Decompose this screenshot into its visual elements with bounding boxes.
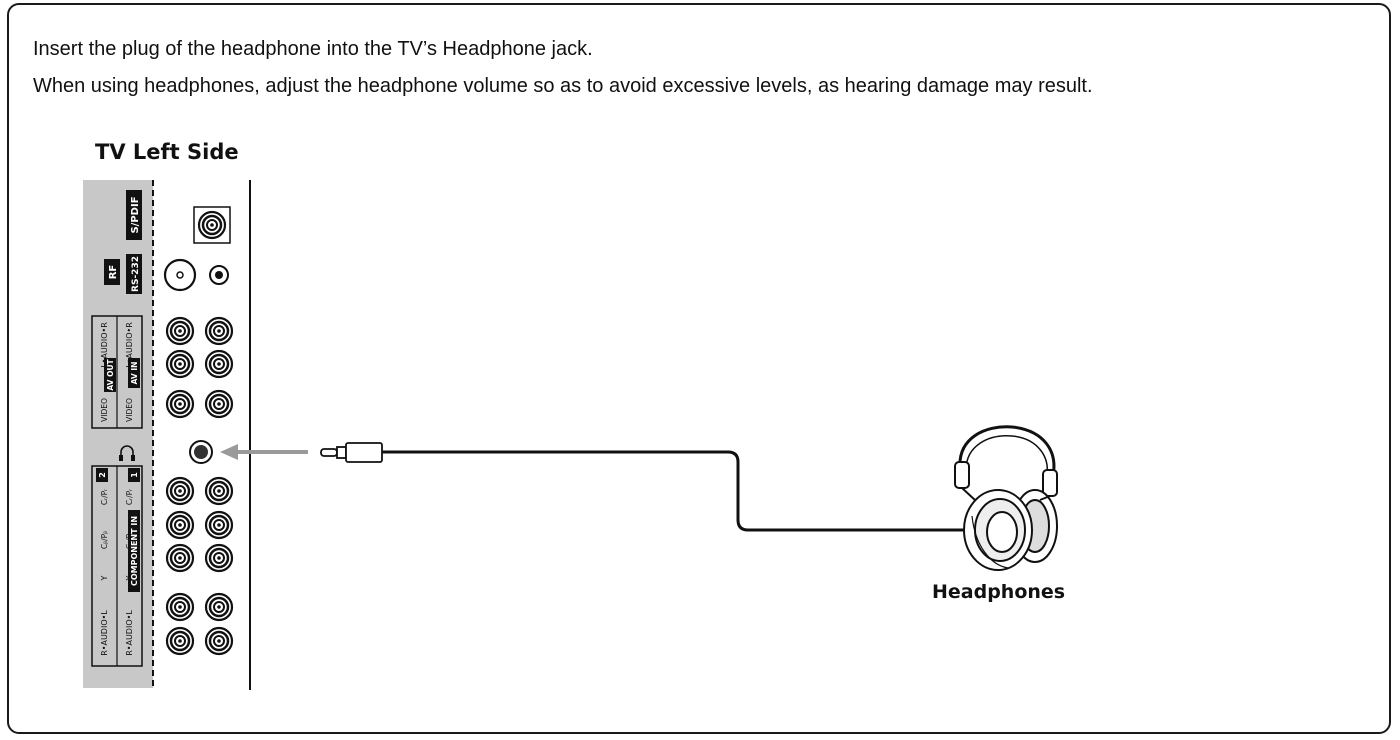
- rs232-label: RS-232: [131, 256, 141, 292]
- spdif-badge: [126, 190, 142, 240]
- component-jack: [204, 543, 234, 573]
- rf-jack: [163, 258, 197, 292]
- component-jack: [165, 510, 195, 540]
- comp-audio-label-1: R•AUDIO•L: [125, 610, 134, 656]
- spdif-jack: [197, 210, 227, 240]
- component-jack: [204, 592, 234, 622]
- component-in-label: COMPONENT IN: [130, 516, 139, 586]
- video-in-label: VIDEO: [125, 398, 134, 422]
- av-jack: [204, 316, 234, 346]
- rf-badge: [104, 259, 120, 285]
- component-jack: [165, 592, 195, 622]
- insert-arrow: [220, 444, 308, 460]
- av-out-label: AV OUT: [106, 358, 115, 390]
- panel-labels: S/PDIF RF RS-232 L•AUDIO•R AV OUT L•AUDI…: [91, 190, 143, 667]
- av-jack: [165, 389, 195, 419]
- av-out-badge: [104, 358, 116, 392]
- av-jack: [165, 349, 195, 379]
- video-out-label: VIDEO: [100, 398, 109, 422]
- comp-audio-label-2: R•AUDIO•L: [100, 610, 109, 656]
- component-jack: [204, 510, 234, 540]
- av-in-badge: [128, 358, 140, 388]
- rs232-badge: [126, 254, 142, 294]
- component-jack: [165, 626, 195, 656]
- headphone-symbol-icon: [120, 445, 134, 458]
- av-jack: [204, 349, 234, 379]
- component-jack: [204, 626, 234, 656]
- instruction-line-2: When using headphones, adjust the headph…: [33, 75, 1093, 97]
- cr-label-1: Cᵣ/Pᵣ: [125, 489, 134, 505]
- component-jack: [165, 476, 195, 506]
- cr-label-2: Cᵣ/Pᵣ: [100, 489, 109, 505]
- comp-1-badge: [128, 468, 140, 482]
- y-label-2: Y: [100, 575, 109, 581]
- comp-2-badge: [96, 468, 108, 482]
- panel-title: TV Left Side: [95, 140, 239, 164]
- component-in-badge: [128, 510, 140, 592]
- spdif-label: S/PDIF: [130, 196, 141, 233]
- component-jack: [204, 476, 234, 506]
- cb-label-2: Cᵦ/Pᵦ: [100, 531, 109, 549]
- headphone-plug: [320, 442, 383, 463]
- comp-2-label: 2: [98, 472, 107, 478]
- audio-out-label: L•AUDIO•R: [100, 322, 109, 368]
- av-in-label: AV IN: [130, 362, 139, 385]
- headphone-cable: [382, 450, 968, 532]
- instruction-line-1: Insert the plug of the headphone into th…: [33, 38, 593, 60]
- jacks: [163, 206, 234, 656]
- rf-label: RF: [108, 265, 119, 280]
- audio-in-label: L•AUDIO•R: [125, 322, 134, 368]
- headphones-icon: [954, 425, 1058, 571]
- comp-1-label: 1: [130, 472, 139, 478]
- headphones-label: Headphones: [932, 581, 1066, 603]
- content-frame: [7, 3, 1391, 734]
- av-jack: [165, 316, 195, 346]
- av-jack: [204, 389, 234, 419]
- component-jack: [165, 543, 195, 573]
